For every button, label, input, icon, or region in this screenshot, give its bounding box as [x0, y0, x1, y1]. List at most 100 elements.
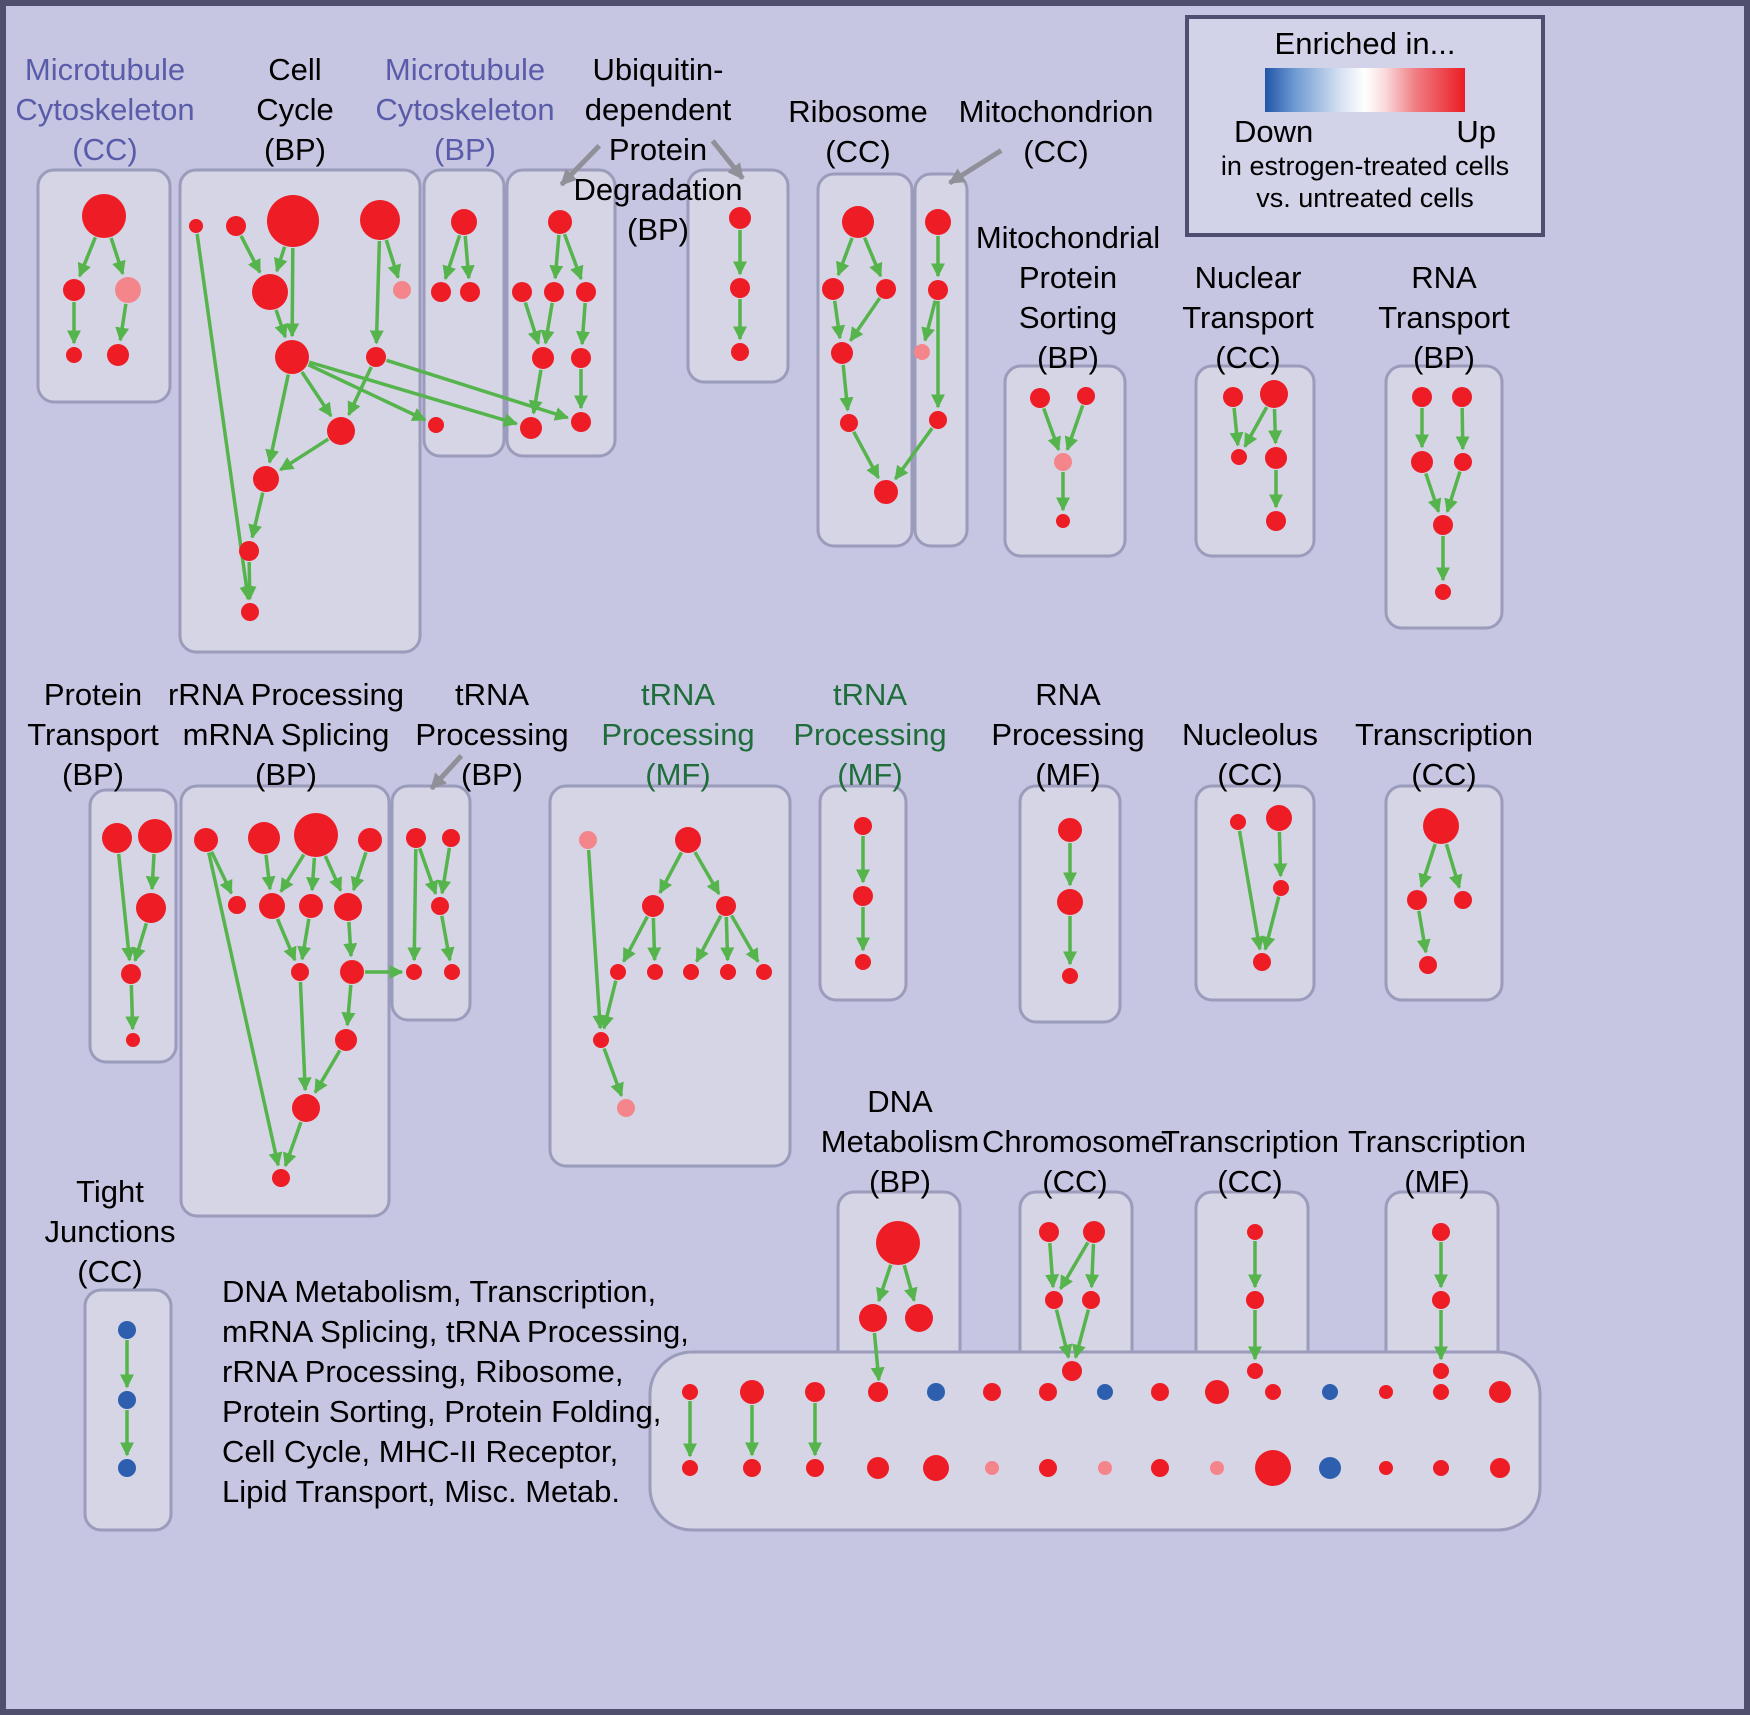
network-node-ubiquitin-bp-left [512, 282, 532, 302]
network-edge [283, 1121, 303, 1168]
network-edge [145, 853, 160, 891]
network-node-misc-bottom [927, 1383, 945, 1401]
network-node-dna-metabolism-bp [876, 1221, 920, 1265]
network-node-trna-mf-large [675, 827, 701, 853]
network-node-misc-bottom [682, 1384, 698, 1400]
network-node-misc-bottom [1379, 1385, 1393, 1399]
network-node-misc-bottom [1151, 1383, 1169, 1401]
network-node-ubiquitin-bp-left [520, 417, 542, 439]
network-node-rna-transport-bp [1412, 387, 1432, 407]
network-edge [1229, 407, 1244, 447]
network-node-misc-bottom [1151, 1459, 1169, 1477]
network-edge [720, 916, 735, 962]
network-node-rna-transport-bp [1411, 451, 1433, 473]
network-node-trna-mf-small [855, 954, 871, 970]
network-node-protein-transport-bp [126, 1033, 140, 1047]
network-node-misc-bottom [1097, 1384, 1113, 1400]
legend-gradient-bar [1265, 68, 1465, 112]
network-node-rrna-mrna-bp [248, 822, 280, 854]
network-edge [307, 363, 427, 422]
network-edge [948, 148, 1003, 186]
network-edge [1064, 404, 1085, 452]
network-node-transcription-cc-2 [1247, 1224, 1263, 1240]
network-node-rna-processing-mf [1062, 968, 1078, 984]
network-node-rna-transport-bp [1454, 453, 1472, 471]
network-edge [693, 851, 721, 896]
cluster-box-rrna-mrna-bp [179, 784, 391, 1218]
network-node-misc-bottom [868, 1382, 888, 1402]
cluster-box-mitochondrion-cc [913, 172, 969, 548]
network-node-transcription-mf [1432, 1223, 1450, 1241]
network-node-misc-bottom [923, 1455, 949, 1481]
cluster-box-trna-mf-large [548, 784, 792, 1168]
network-node-microtubule-cc [82, 194, 126, 238]
network-edge [125, 984, 140, 1031]
network-node-chromosome-cc [1039, 1222, 1059, 1242]
network-node-chromosome-cc [1045, 1291, 1063, 1309]
network-node-microtubule-bp [451, 209, 477, 235]
network-node-mitochondrion-cc [928, 280, 948, 300]
legend: Enriched in... Down Up in estrogen-treat… [1185, 15, 1545, 237]
network-node-trna-mf-large [756, 964, 772, 980]
network-node-misc-bottom [1490, 1458, 1510, 1478]
network-node-rrna-mrna-bp [335, 1029, 357, 1051]
network-node-mito-protein-sorting-bp [1030, 388, 1050, 408]
network-node-misc-bottom [1433, 1384, 1449, 1400]
network-node-trna-mf-large [683, 964, 699, 980]
network-node-rrna-mrna-bp [294, 813, 338, 857]
network-node-ubiquitin-bp-left [571, 412, 591, 432]
network-node-ribosome-cc [874, 480, 898, 504]
network-node-misc-bottom [1319, 1457, 1341, 1479]
network-node-trna-bp [444, 964, 460, 980]
network-node-trna-mf-large [617, 1099, 635, 1117]
cluster-box-rna-transport-bp [1384, 364, 1504, 630]
network-node-transcription-cc-2 [1247, 1363, 1263, 1379]
network-node-cell-cycle-bp [360, 200, 400, 240]
network-node-ribosome-cc [822, 278, 844, 300]
network-node-misc-bottom [1379, 1461, 1393, 1475]
network-node-mitochondrion-cc [929, 411, 947, 429]
network-node-trna-bp [431, 897, 449, 915]
network-edge [279, 853, 306, 893]
network-node-protein-transport-bp [121, 964, 141, 984]
network-node-ubiquitin-bp-left [548, 210, 572, 234]
network-node-misc-bottom [806, 1459, 824, 1477]
network-node-cell-cycle-bp [239, 541, 259, 561]
network-node-chromosome-cc [1082, 1291, 1100, 1309]
network-edge [116, 853, 136, 962]
network-node-protein-transport-bp [138, 819, 172, 853]
network-node-nuclear-transport-cc [1265, 447, 1287, 469]
network-node-misc-bottom [985, 1461, 999, 1475]
network-edge [1424, 472, 1442, 514]
network-node-protein-transport-bp [102, 823, 132, 853]
network-edge [297, 918, 312, 961]
network-node-trna-mf-large [579, 831, 597, 849]
network-edge [540, 302, 555, 345]
network-edge [341, 984, 356, 1027]
network-node-ubiquitin-bp-right [730, 278, 750, 298]
network-edge [1455, 407, 1470, 451]
network-node-cell-cycle-bp [241, 603, 259, 621]
network-node-ribosome-cc [842, 206, 874, 238]
network-node-cell-cycle-bp [189, 219, 203, 233]
network-node-transcription-mf [1432, 1291, 1450, 1309]
network-node-protein-transport-bp [136, 893, 166, 923]
network-edge [265, 374, 290, 464]
network-edge [1237, 830, 1265, 951]
network-edge [549, 234, 564, 280]
network-edge [442, 234, 462, 281]
network-node-cell-cycle-bp [393, 281, 411, 299]
network-node-microtubule-cc [115, 277, 141, 303]
network-node-cell-cycle-bp [267, 195, 319, 247]
network-edge [343, 921, 358, 958]
network-edge [242, 561, 257, 601]
network-node-microtubule-cc [66, 347, 82, 363]
network-edge [1045, 1242, 1060, 1289]
network-node-ribosome-cc [831, 342, 853, 364]
cluster-box-nucleolus-cc [1194, 784, 1316, 1002]
network-node-transcription-cc-1 [1454, 891, 1472, 909]
network-node-misc-bottom [1433, 1460, 1449, 1476]
network-edge [523, 301, 542, 346]
network-node-dna-metabolism-bp [905, 1304, 933, 1332]
